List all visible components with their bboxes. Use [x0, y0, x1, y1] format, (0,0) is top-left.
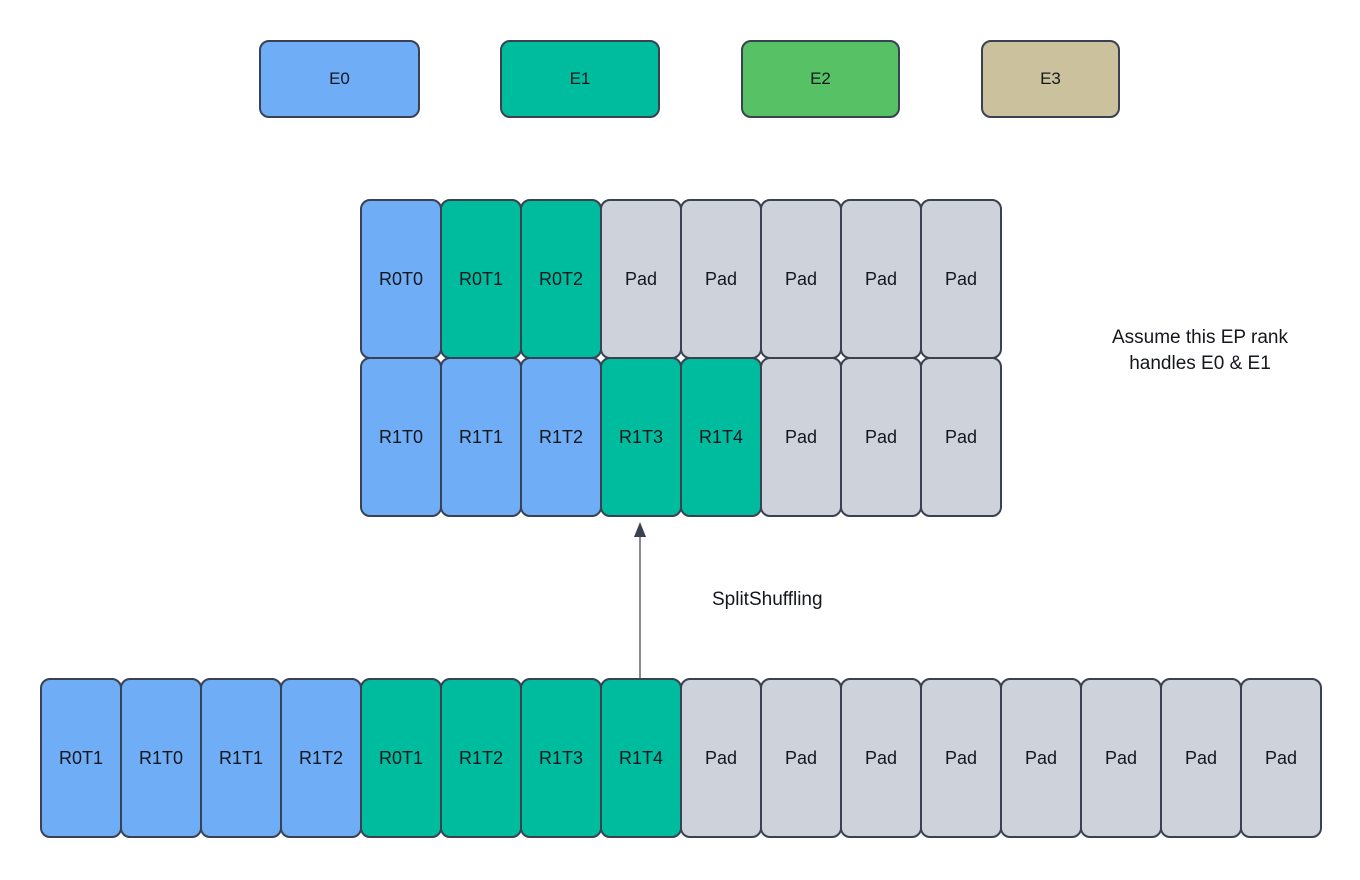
- token-cell: R1T1: [440, 357, 522, 517]
- token-cell: R1T2: [280, 678, 362, 838]
- token-cell: R0T0: [360, 199, 442, 359]
- cell-label: Pad: [864, 268, 898, 289]
- token-cell: R1T1: [200, 678, 282, 838]
- pad-cell: Pad: [920, 199, 1002, 359]
- cell-label: R1T1: [218, 747, 263, 768]
- cell-label: R0T1: [458, 268, 503, 289]
- token-cell: R1T0: [360, 357, 442, 517]
- pad-cell: Pad: [1000, 678, 1082, 838]
- token-cell: R1T2: [520, 357, 602, 517]
- token-cell: R0T1: [440, 199, 522, 359]
- cell-label: Pad: [944, 747, 978, 768]
- pad-cell: Pad: [840, 678, 922, 838]
- cell-label: R1T3: [538, 747, 583, 768]
- cell-label: Pad: [864, 426, 898, 447]
- legend-box-e0: E0: [259, 40, 420, 118]
- cell-label: R1T3: [618, 426, 663, 447]
- cell-label: R1T2: [538, 426, 583, 447]
- cell-label: R1T0: [378, 426, 423, 447]
- cell-label: Pad: [704, 268, 738, 289]
- cell-label: R1T4: [618, 747, 663, 768]
- cell-label: R1T0: [138, 747, 183, 768]
- legend-label: E1: [569, 69, 591, 88]
- token-cell: R1T3: [600, 357, 682, 517]
- token-cell: R1T3: [520, 678, 602, 838]
- pad-cell: Pad: [760, 678, 842, 838]
- token-cell: R0T2: [520, 199, 602, 359]
- ep-rank-note: Assume this EP rank handles E0 & E1: [1075, 325, 1325, 377]
- cell-label: Pad: [1184, 747, 1218, 768]
- pad-cell: Pad: [920, 357, 1002, 517]
- cell-label: Pad: [1024, 747, 1058, 768]
- cell-label: Pad: [784, 268, 818, 289]
- pad-cell: Pad: [840, 357, 922, 517]
- legend-label: E2: [810, 69, 831, 88]
- cell-label: Pad: [704, 747, 738, 768]
- token-cell: R1T4: [600, 678, 682, 838]
- cell-label: Pad: [1264, 747, 1298, 768]
- cell-label: R1T2: [458, 747, 503, 768]
- cell-label: R1T4: [698, 426, 743, 447]
- ep-rank-note-line2: handles E0 & E1: [1129, 353, 1271, 375]
- up-arrow-icon: [630, 519, 650, 681]
- cell-label: R0T1: [378, 747, 423, 768]
- cell-label: R1T1: [458, 426, 503, 447]
- cell-label: Pad: [784, 426, 818, 447]
- legend-label: E3: [1040, 69, 1061, 88]
- pad-cell: Pad: [680, 678, 762, 838]
- token-cell: R0T1: [40, 678, 122, 838]
- pad-cell: Pad: [760, 357, 842, 517]
- legend-box-e1: E1: [500, 40, 660, 118]
- cell-label: R0T0: [378, 268, 423, 289]
- cell-label: Pad: [784, 747, 818, 768]
- cell-label: Pad: [944, 268, 978, 289]
- token-cell: R1T0: [120, 678, 202, 838]
- cell-label: Pad: [864, 747, 898, 768]
- pad-cell: Pad: [920, 678, 1002, 838]
- shuffled-grid-row-0: R0T0 R0T1 R0T2 Pad Pad Pad Pad Pad: [360, 199, 1002, 359]
- cell-label: Pad: [1104, 747, 1138, 768]
- ep-rank-note-line1: Assume this EP rank: [1111, 327, 1288, 348]
- cell-label: R1T2: [298, 747, 343, 768]
- pad-cell: Pad: [680, 199, 762, 359]
- cell-label: R0T1: [58, 747, 103, 768]
- shuffled-grid-row-1: R1T0 R1T1 R1T2 R1T3 R1T4 Pad Pad Pad: [360, 357, 1002, 517]
- token-cell: R1T4: [680, 357, 762, 517]
- cell-label: Pad: [624, 268, 658, 289]
- legend-box-e3: E3: [981, 40, 1120, 118]
- cell-label: Pad: [944, 426, 978, 447]
- pad-cell: Pad: [760, 199, 842, 359]
- cell-label: R0T2: [538, 268, 583, 289]
- pad-cell: Pad: [1240, 678, 1322, 838]
- pad-cell: Pad: [840, 199, 922, 359]
- token-cell: R1T2: [440, 678, 522, 838]
- input-token-row: R0T1 R1T0 R1T1 R1T2 R0T1 R1T2 R1T3 R1T4 Pad Pad Pa…: [40, 678, 1322, 838]
- pad-cell: Pad: [600, 199, 682, 359]
- legend-label: E0: [329, 69, 350, 88]
- arrow-label: SplitShuffling: [712, 589, 823, 610]
- pad-cell: Pad: [1080, 678, 1162, 838]
- legend-box-e2: E2: [741, 40, 900, 118]
- token-cell: R0T1: [360, 678, 442, 838]
- pad-cell: Pad: [1160, 678, 1242, 838]
